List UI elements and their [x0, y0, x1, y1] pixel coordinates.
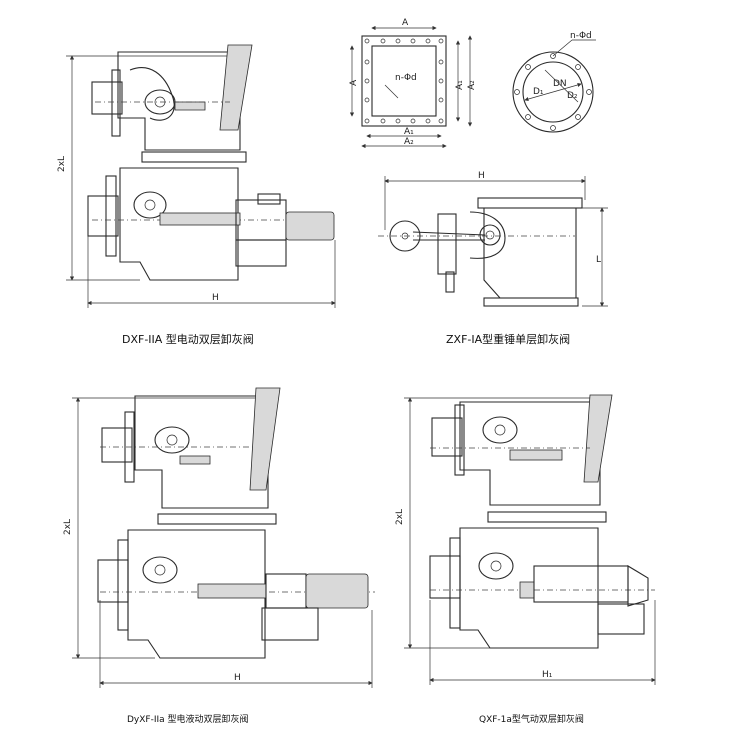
dim-a1-side: A₁: [455, 80, 465, 90]
dxf-iia-drawing: [66, 44, 336, 308]
dim-h-dxf: H: [212, 293, 219, 303]
dim-h-zxf: H: [478, 171, 485, 181]
caption-dyxf-iia: DyXF-IIa 型电液动双层卸灰阀: [127, 715, 249, 725]
dyxf-iia-drawing: [72, 387, 375, 688]
dim-nd-square: n-Φd: [395, 73, 417, 83]
dim-a-side: A: [349, 79, 359, 86]
dim-2xl-qxf: 2xL: [395, 509, 405, 525]
caption-dxf-iia: DXF-IIA 型电动双层卸灰阀: [122, 333, 254, 346]
dim-a-top: A: [402, 18, 409, 28]
dim-a2-side: A₂: [467, 80, 477, 90]
square-flange-drawing: [349, 25, 473, 149]
dim-h1-qxf: H₁: [542, 670, 553, 680]
dim-h-dyxf: H: [234, 673, 241, 683]
dim-2xl-dyxf: 2xL: [63, 519, 73, 535]
caption-qxf-1a: QXF-1a型气动双层卸灰阀: [479, 715, 584, 725]
dim-dn: DN: [553, 79, 567, 89]
caption-zxf-ia: ZXF-IA型重锤单层卸灰阀: [446, 333, 571, 346]
dim-d2: D₂: [567, 91, 578, 101]
dim-d1: D₁: [533, 87, 544, 97]
dim-a2-bottom: A₂: [404, 137, 414, 147]
round-flange-drawing: [512, 39, 596, 133]
dim-nd-round: n-Φd: [570, 31, 592, 41]
dim-a1-bottom: A₁: [404, 127, 414, 137]
dim-l-zxf: L: [596, 255, 601, 265]
dim-2xl-dxf: 2xL: [57, 156, 67, 172]
zxf-ia-drawing: [378, 176, 608, 307]
qxf-1a-drawing: [404, 394, 656, 685]
